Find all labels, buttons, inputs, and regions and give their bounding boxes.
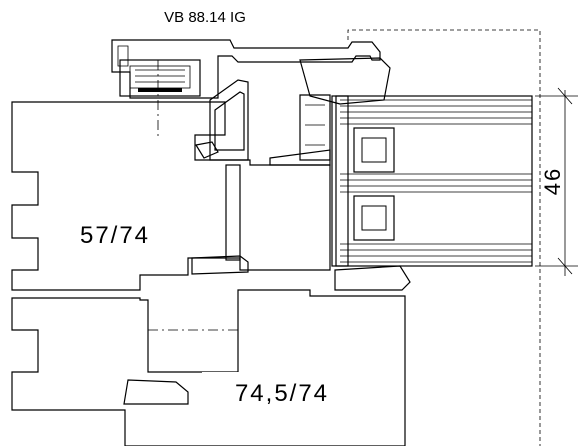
glass-dimension: 46 xyxy=(535,87,578,276)
frame-profile: 74,5/74 xyxy=(11,289,406,446)
sash-inner-detail xyxy=(209,79,249,261)
sash-dimension-label: 57/74 xyxy=(80,222,150,249)
sash-profile: 57/74 xyxy=(11,101,331,291)
aluminium-cover-profile xyxy=(111,39,381,99)
glass-dimension-label: 46 xyxy=(540,167,565,195)
insulated-glass-unit xyxy=(331,95,533,267)
profile-label: VB 88.14 IG xyxy=(164,9,246,26)
glazing-bead xyxy=(269,94,331,166)
frame-dimension-label: 74,5/74 xyxy=(235,380,329,407)
